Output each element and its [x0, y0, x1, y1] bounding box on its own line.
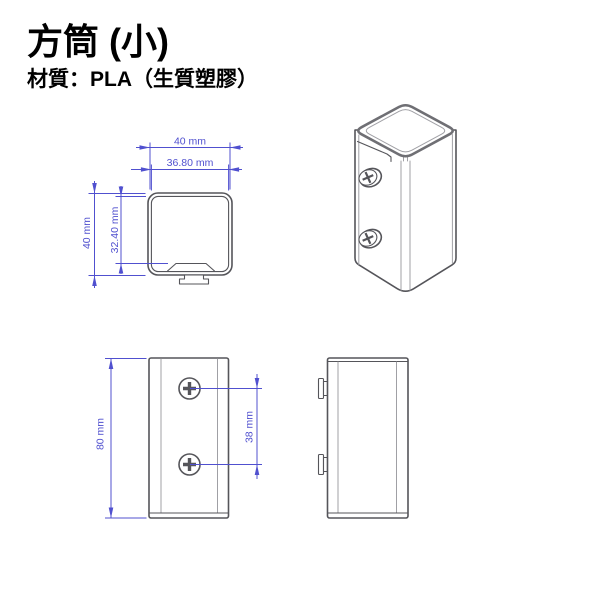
front-view: 80 mm 38 mm — [95, 357, 262, 519]
top-rim-outer — [357, 103, 454, 158]
dim-label-front-height: 80 mm — [95, 418, 107, 450]
inner-bottom-rib — [166, 262, 216, 272]
dim-front-height: 80 mm — [95, 358, 147, 519]
dim-label-outer-width: 40 mm — [174, 136, 206, 148]
front-tangent-edges — [160, 358, 218, 513]
dim-label-outer-height: 40 mm — [81, 217, 93, 249]
screw-iso-top — [358, 167, 383, 188]
side-outline — [326, 357, 409, 519]
screw-head-side-bottom — [317, 453, 329, 476]
isometric-view — [354, 103, 457, 292]
dim-label-screw-spacing: 38 mm — [244, 411, 256, 443]
dim-label-inner-width: 36.80 mm — [167, 157, 214, 169]
dim-inner-height: 32.40 mm — [109, 186, 168, 274]
dim-outer-height: 40 mm — [81, 181, 146, 288]
dim-inner-width: 36.80 mm — [131, 157, 242, 191]
page-title: 方筒 (小) — [27, 21, 169, 62]
dim-label-inner-height: 32.40 mm — [109, 206, 121, 253]
tube-outer-profile — [147, 192, 233, 276]
bottom-rail-tab — [178, 274, 210, 285]
dim-outer-width: 40 mm — [136, 136, 243, 190]
screw-iso-bottom — [358, 228, 383, 249]
top-rim-inner — [365, 109, 446, 153]
screw-head-side-top — [317, 377, 329, 400]
material-subtitle: 材質：PLA（生質塑膠） — [27, 67, 258, 91]
tangent-edges — [358, 134, 453, 291]
inner-rib-edge — [356, 140, 392, 163]
tube-inner-cavity — [150, 195, 230, 273]
side-tangent-edges — [337, 361, 397, 513]
top-view: 40 mm 36.80 mm 40 mm 32.40 mm — [81, 136, 243, 288]
dim-screw-spacing: 38 mm — [190, 374, 262, 479]
front-outline — [148, 357, 230, 519]
tube-body-silhouette — [354, 129, 457, 292]
side-view — [317, 357, 409, 519]
header: 方筒 (小) 材質：PLA（生質塑膠） — [27, 22, 258, 91]
